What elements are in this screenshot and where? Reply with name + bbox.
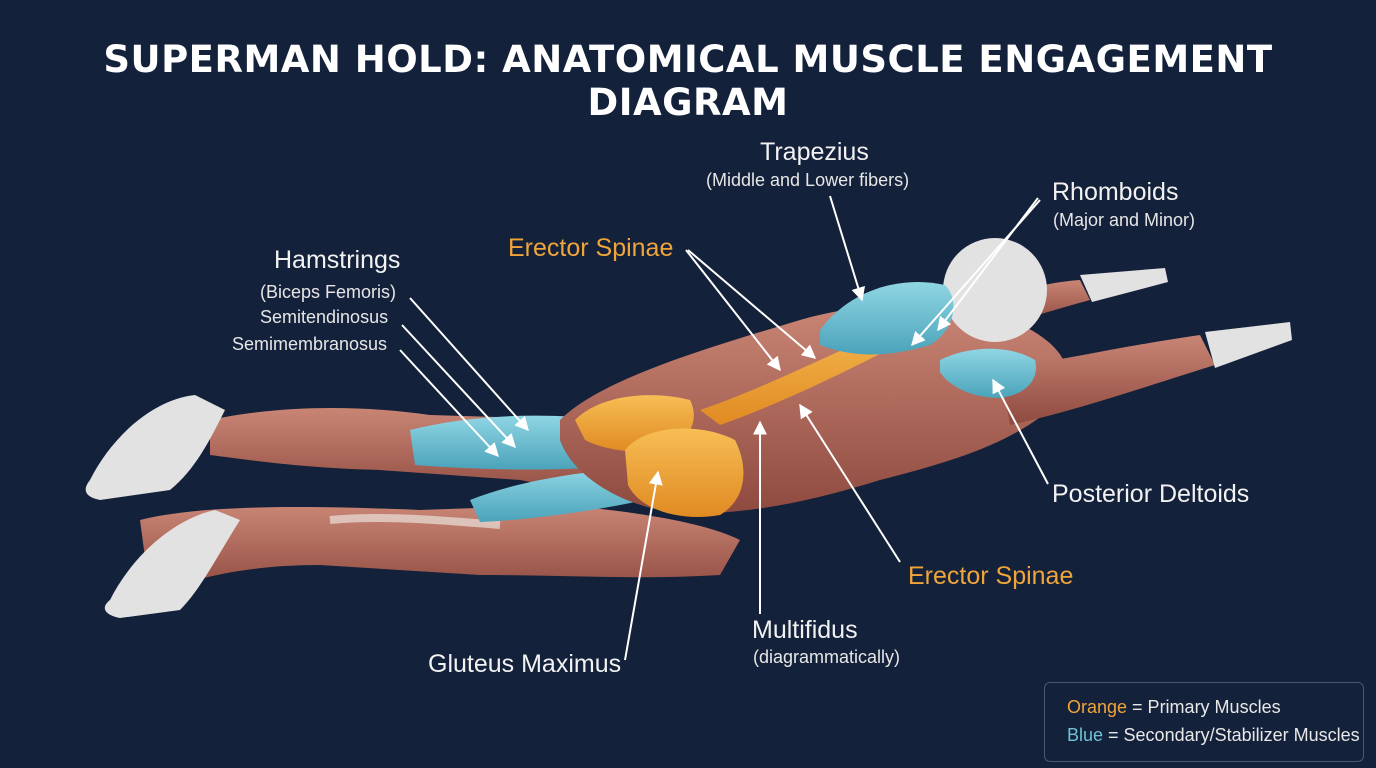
posterior-deltoid-muscle xyxy=(940,348,1036,398)
label-gluteus-maximus: Gluteus Maximus xyxy=(428,650,622,678)
legend: Orange = Primary Muscles Blue = Secondar… xyxy=(1044,682,1364,762)
label-trapezius: Trapezius xyxy=(760,138,869,166)
label-erector-spinae-top: Erector Spinae xyxy=(508,234,674,262)
gluteus-leader xyxy=(624,470,663,661)
deltoid-leader xyxy=(992,378,1049,485)
label-hamstrings-biceps: (Biceps Femoris) xyxy=(260,282,397,302)
label-multifidus-sub: (diagrammatically) xyxy=(753,647,901,667)
label-erector-spinae-bottom: Erector Spinae xyxy=(908,562,1074,590)
label-hamstrings-semitendinosus: Semitendinosus xyxy=(260,307,389,327)
erector-top-leader-2 xyxy=(687,249,817,359)
left-leg xyxy=(104,505,740,618)
label-hamstrings: Hamstrings xyxy=(274,246,401,274)
legend-secondary-word: Blue xyxy=(1067,725,1104,745)
leader-lines xyxy=(399,195,1049,661)
erector-bottom-leader xyxy=(799,403,901,563)
head xyxy=(943,238,1047,342)
rhomboids-leader-2 xyxy=(911,199,1041,347)
label-posterior-deltoids: Posterior Deltoids xyxy=(1052,480,1250,508)
label-rhomboids-sub: (Major and Minor) xyxy=(1053,210,1196,230)
hamstrings-leader-2 xyxy=(401,324,516,449)
erector-top-leader-1 xyxy=(685,249,781,372)
legend-primary: Orange = Primary Muscles xyxy=(1067,697,1281,718)
label-multifidus: Multifidus xyxy=(752,616,858,644)
hamstrings-leader-1 xyxy=(409,297,529,432)
legend-secondary: Blue = Secondary/Stabilizer Muscles xyxy=(1067,725,1360,746)
legend-secondary-text: = Secondary/Stabilizer Muscles xyxy=(1103,725,1360,745)
page-title: SUPERMAN HOLD: ANATOMICAL MUSCLE ENGAGEM… xyxy=(103,38,1273,124)
label-trapezius-sub: (Middle and Lower fibers) xyxy=(706,170,910,190)
legend-primary-text: = Primary Muscles xyxy=(1127,697,1281,717)
legend-primary-word: Orange xyxy=(1067,697,1128,717)
hamstrings-leader-3 xyxy=(399,349,499,458)
label-hamstrings-semimembranosus: Semimembranosus xyxy=(232,334,388,354)
label-rhomboids: Rhomboids xyxy=(1052,178,1179,206)
trapezius-leader xyxy=(829,195,865,302)
